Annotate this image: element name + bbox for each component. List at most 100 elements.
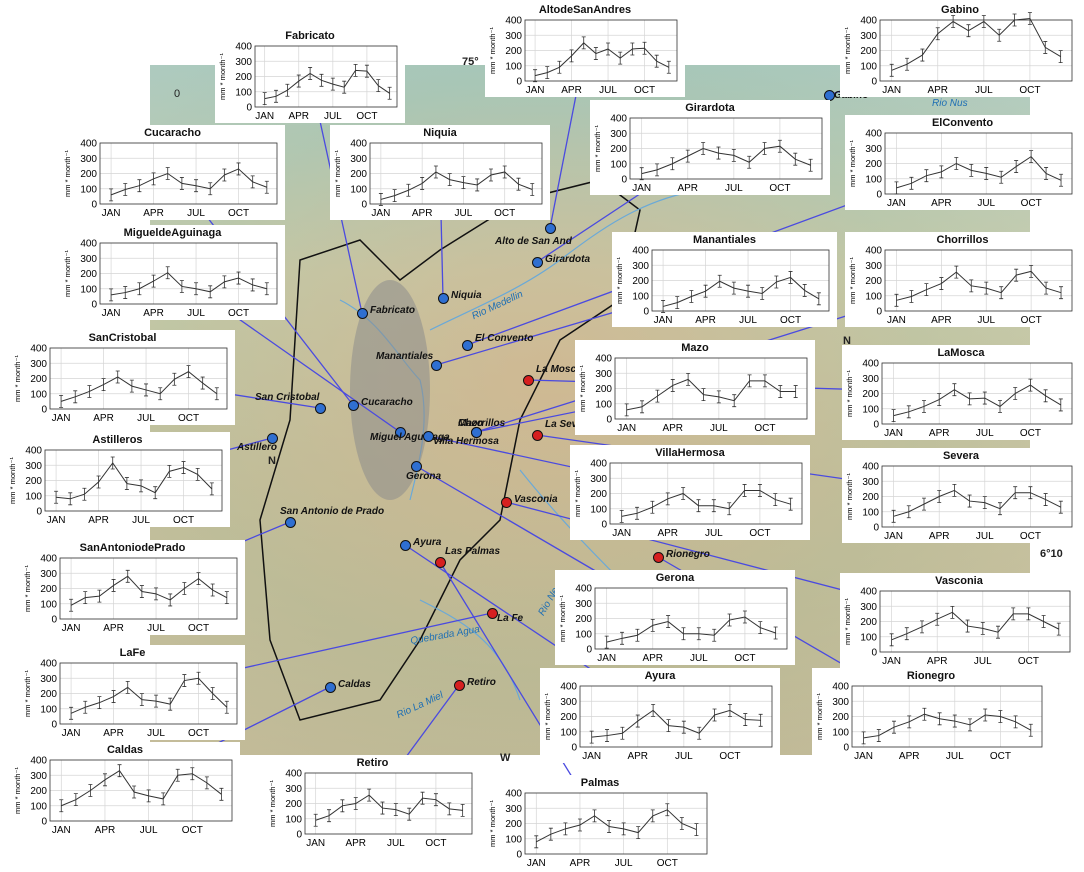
- y-tick-label: 200: [865, 276, 882, 287]
- series-line: [641, 145, 811, 175]
- station-marker[interactable]: [532, 430, 543, 441]
- data-point-errorbar: [892, 720, 896, 734]
- data-point-errorbar: [111, 579, 116, 592]
- x-tick-label: JAN: [52, 413, 71, 424]
- y-tick-label: 0: [871, 77, 877, 88]
- x-tick-label: JUL: [140, 825, 158, 836]
- y-axis-label: mm * month⁻¹: [63, 150, 72, 197]
- data-point-errorbar: [982, 391, 987, 405]
- station-label: Ayura: [413, 537, 442, 548]
- station-marker[interactable]: [267, 433, 278, 444]
- data-point-errorbar: [393, 803, 398, 816]
- station-marker[interactable]: [431, 360, 442, 371]
- data-point-errorbar: [1059, 286, 1064, 300]
- x-tick-label: JUL: [975, 85, 993, 96]
- data-point-errorbar: [1043, 389, 1048, 403]
- data-point-errorbar: [654, 54, 659, 68]
- y-tick-label: 100: [80, 284, 97, 295]
- y-tick-label: 0: [586, 645, 592, 656]
- y-axis-label: mm * month⁻¹: [488, 800, 497, 847]
- data-point-errorbar: [545, 66, 550, 80]
- x-tick-label: JUL: [455, 208, 473, 219]
- station-marker[interactable]: [487, 608, 498, 619]
- data-point-errorbar: [679, 817, 684, 830]
- y-tick-label: 100: [610, 159, 627, 170]
- y-tick-label: 100: [25, 491, 42, 502]
- series-line: [896, 270, 1062, 301]
- coord-label: 6°10: [1040, 548, 1063, 560]
- grid: [885, 132, 1072, 195]
- station-marker[interactable]: [285, 517, 296, 528]
- data-point-errorbar: [420, 177, 425, 190]
- x-tick-label: APR: [677, 183, 698, 194]
- y-tick-label: 300: [80, 154, 97, 165]
- data-point-errorbar: [620, 726, 625, 740]
- grid: [305, 772, 472, 835]
- data-point-errorbar: [1013, 715, 1018, 729]
- y-tick-label: 0: [621, 175, 627, 186]
- x-tick-label: JAN: [882, 656, 901, 667]
- y-tick-label: 0: [601, 520, 607, 531]
- y-tick-label: 0: [871, 648, 877, 659]
- station-marker[interactable]: [400, 540, 411, 551]
- data-point-errorbar: [236, 271, 241, 285]
- data-point-errorbar: [313, 813, 318, 827]
- station-marker[interactable]: [471, 427, 482, 438]
- coord-label: N: [268, 455, 276, 467]
- data-point-errorbar: [59, 394, 64, 408]
- y-tick-label: 200: [832, 712, 849, 723]
- y-tick-label: 400: [860, 587, 877, 598]
- y-tick-label: 0: [516, 850, 522, 861]
- station-marker[interactable]: [501, 497, 512, 508]
- grid: [880, 19, 1072, 82]
- data-point-errorbar: [557, 60, 562, 74]
- station-marker[interactable]: [545, 223, 556, 234]
- station-marker[interactable]: [523, 375, 534, 386]
- station-label: Gerona: [406, 471, 442, 482]
- y-tick-label: 300: [865, 144, 882, 155]
- y-axis-label: mm * month⁻¹: [848, 140, 857, 187]
- station-marker[interactable]: [395, 427, 406, 438]
- station-marker[interactable]: [325, 682, 336, 693]
- station-label: Astillero: [237, 442, 278, 453]
- data-point-errorbar: [793, 385, 798, 398]
- station-marker[interactable]: [411, 461, 422, 472]
- data-point-errorbar: [757, 484, 762, 497]
- x-tick-label: JAN: [617, 423, 636, 434]
- data-point-errorbar: [153, 486, 158, 500]
- station-marker[interactable]: [315, 403, 326, 414]
- station-marker[interactable]: [423, 431, 434, 442]
- station-marker[interactable]: [435, 557, 446, 568]
- data-point-errorbar: [460, 803, 465, 817]
- station-marker[interactable]: [653, 552, 664, 563]
- x-tick-label: APR: [95, 825, 116, 836]
- y-axis-label: mm * month⁻¹: [843, 27, 852, 74]
- data-point-errorbar: [965, 619, 970, 633]
- station-marker[interactable]: [532, 257, 543, 268]
- x-tick-label: APR: [88, 515, 109, 526]
- x-tick-label: OCT: [188, 728, 209, 739]
- grid: [885, 249, 1072, 312]
- data-point-errorbar: [353, 797, 358, 810]
- plot-frame: [594, 587, 788, 650]
- data-point-errorbar: [967, 392, 972, 406]
- station-marker[interactable]: [348, 400, 359, 411]
- plot-frame: [99, 142, 278, 205]
- y-tick-label: 100: [30, 389, 47, 400]
- data-point-errorbar: [109, 188, 114, 202]
- station-marker[interactable]: [357, 308, 368, 319]
- station-marker[interactable]: [454, 680, 465, 691]
- data-point-errorbar: [115, 370, 120, 384]
- data-point-errorbar: [762, 142, 767, 155]
- x-tick-label: APR: [345, 838, 366, 849]
- x-tick-label: APR: [93, 413, 114, 424]
- x-tick-label: JAN: [632, 183, 651, 194]
- data-point-errorbar: [1059, 173, 1064, 187]
- station-marker[interactable]: [438, 293, 449, 304]
- x-tick-label: JAN: [62, 728, 81, 739]
- station-label: Cucaracho: [361, 397, 413, 408]
- station-marker[interactable]: [462, 340, 473, 351]
- river-line: [429, 189, 701, 331]
- y-tick-label: 200: [40, 584, 57, 595]
